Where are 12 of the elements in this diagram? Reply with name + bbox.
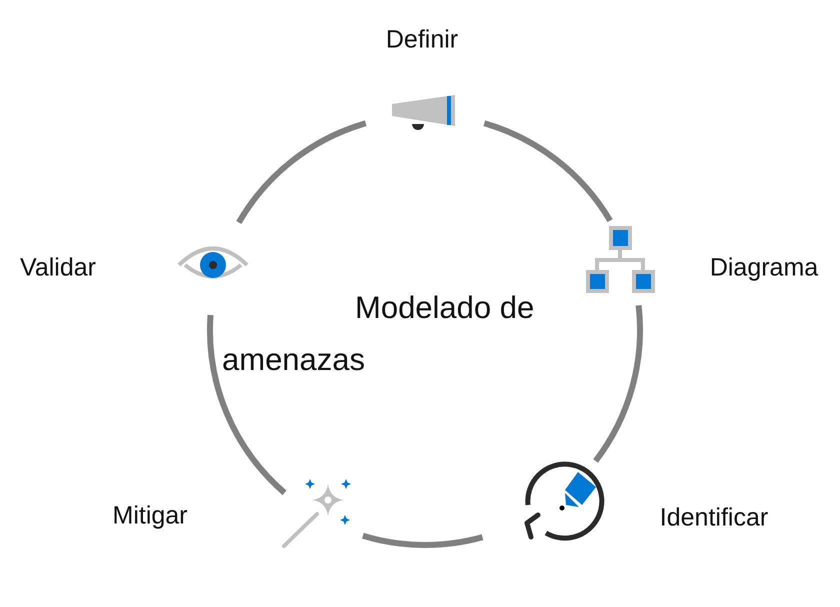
step-label: Mitigar: [112, 502, 188, 530]
step-label: Validar: [20, 254, 96, 282]
arc-connector: [207, 314, 287, 495]
hierarchy-icon: [583, 223, 656, 295]
arc-connector: [593, 305, 643, 463]
arc-connector: [236, 120, 367, 224]
arc-connector: [483, 120, 613, 222]
arc-connector: [362, 532, 484, 548]
step-label: Identificar: [660, 504, 768, 532]
center-title: Modelado de amenazas: [222, 289, 536, 379]
step-label: Diagrama: [710, 254, 818, 282]
step-label: Definir: [386, 26, 458, 54]
